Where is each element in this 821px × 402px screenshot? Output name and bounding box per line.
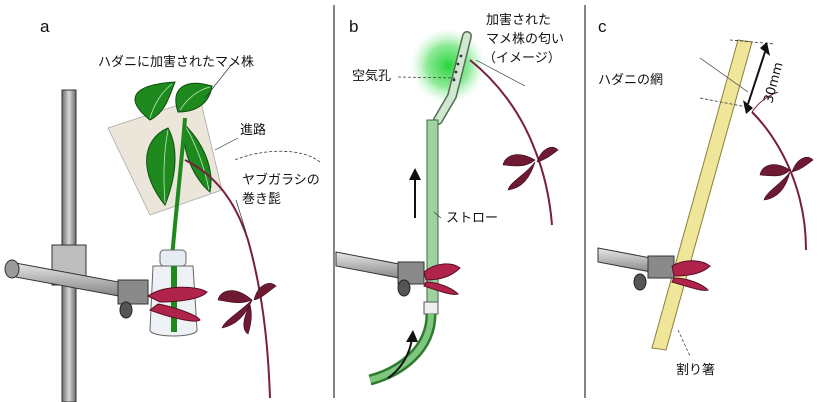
panel-c: c ハダニの網 30mm 割り箸 <box>598 17 813 378</box>
label-chopstick: 割り箸 <box>676 362 715 378</box>
tendril-leaves <box>503 147 558 190</box>
rod-end <box>5 260 19 278</box>
label-mite-net: ハダニの網 <box>598 73 663 88</box>
clamp-screw <box>634 274 646 290</box>
panel-c-label: c <box>598 17 607 36</box>
panel-b-label: b <box>349 17 358 36</box>
tendril <box>752 112 806 250</box>
label-odor-1: 加害された <box>486 12 551 28</box>
panel-a-label: a <box>40 17 50 36</box>
straw-connector <box>424 302 438 314</box>
leader-line <box>678 330 690 356</box>
tendril-leaves <box>218 283 276 334</box>
label-path: 進路 <box>240 122 266 138</box>
clamp-jaw <box>672 261 710 276</box>
clamp-screw <box>398 280 410 296</box>
label-straw: ストロー <box>446 211 498 226</box>
clamp-head <box>648 256 674 278</box>
up-arrow-head <box>409 168 421 180</box>
label-distance: 30mm <box>761 61 786 105</box>
label-tendril-2: 巻き髭 <box>242 192 281 207</box>
label-tendril-1: ヤブガラシの <box>242 172 320 188</box>
straw <box>427 120 438 310</box>
label-airhole: 空気孔 <box>352 68 391 84</box>
bottle-cap <box>160 250 186 266</box>
panel-b: b <box>336 12 564 380</box>
tendril <box>470 60 552 225</box>
panel-a: a <box>5 17 320 402</box>
air-tube-inner <box>370 314 431 380</box>
chopstick <box>652 40 752 350</box>
path-arrow <box>235 151 320 162</box>
clamp-screw <box>120 302 132 318</box>
airflow-arrow-head <box>406 330 418 342</box>
clamp-head <box>118 280 148 304</box>
label-damaged-plant: ハダニに加害されたマメ株 <box>98 54 254 70</box>
label-odor-3: （イメージ） <box>483 51 561 66</box>
label-odor-2: マメ株の匂い <box>486 32 564 47</box>
leader-line <box>215 138 238 150</box>
